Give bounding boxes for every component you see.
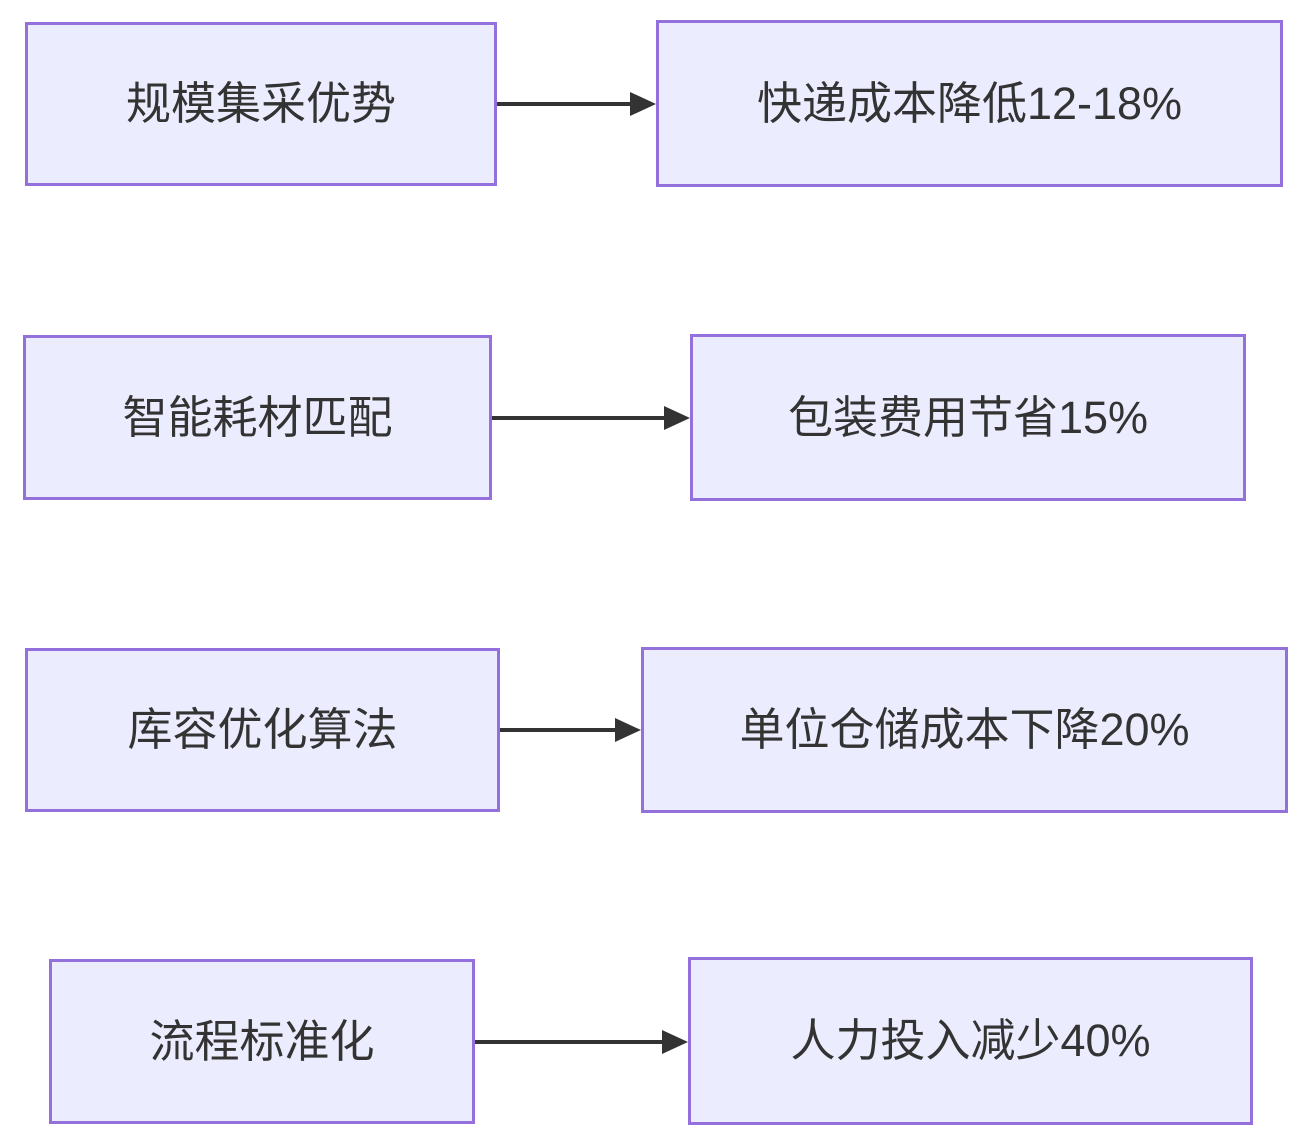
node-source-3: 库容优化算法 [25,648,500,812]
arrow-1 [497,90,656,118]
node-source-2-label: 智能耗材匹配 [122,391,393,443]
node-target-4: 人力投入减少40% [688,957,1253,1125]
node-target-2-label: 包装费用节省15% [787,391,1149,443]
arrow-4 [475,1028,688,1056]
node-source-1: 规模集采优势 [25,22,497,186]
arrow-2-head-icon [664,406,690,430]
node-source-4-label: 流程标准化 [149,1015,375,1067]
node-target-1: 快递成本降低12-18% [656,20,1283,187]
arrow-3-head-icon [615,718,641,742]
arrow-1-head-icon [630,92,656,116]
node-target-4-label: 人力投入减少40% [790,1015,1151,1066]
arrow-3 [500,716,641,744]
arrow-1-line [497,102,640,106]
node-source-4: 流程标准化 [49,959,475,1124]
node-target-2: 包装费用节省15% [690,334,1246,501]
arrow-4-head-icon [662,1030,688,1054]
arrow-3-line [500,728,625,732]
node-target-1-label: 快递成本降低12-18% [756,77,1183,129]
node-source-2: 智能耗材匹配 [23,335,492,500]
arrow-2-line [492,416,674,420]
arrow-2 [492,404,690,432]
node-source-3-label: 库容优化算法 [127,704,398,755]
node-source-1-label: 规模集采优势 [125,78,396,129]
node-target-3: 单位仓储成本下降20% [641,647,1288,813]
node-target-3-label: 单位仓储成本下降20% [739,704,1190,755]
arrow-4-line [475,1040,672,1044]
